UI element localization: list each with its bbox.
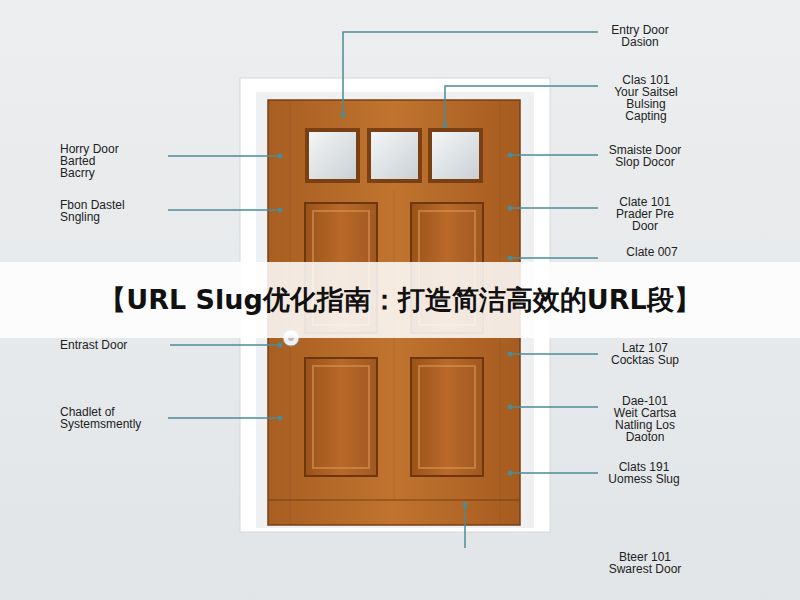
callout-label: Clate 007 (612, 246, 692, 258)
callout-label: Latz 107 Cocktas Sup (609, 342, 681, 366)
callout-label: Smaiste Door Slop Docor (605, 144, 685, 168)
callout-label: Entry Door Dasion (605, 24, 675, 48)
callout-label: Entrast Door (60, 339, 160, 351)
callout-label: Dae-101 Weit Cartsa Natling Los Daoton (610, 395, 680, 443)
callout-label: Fbon Dastel Sngling (60, 199, 132, 223)
callout-label: Horry Door Barted Bacrry (60, 143, 128, 179)
callout-label: Clats 191 Uomess Slug (607, 461, 681, 485)
callout-label: Clas 101 Your Saitsel Bulsing Capting (610, 74, 682, 122)
callout-label: Clate 101 Prader Pre Door (612, 196, 678, 232)
callout-label: Bteer 101 Swarest Door (605, 551, 685, 575)
title-banner: 【URL Slug优化指南：打造简洁高效的URL段】 (0, 262, 800, 338)
callout-label: Chadlet of Systemsmently (60, 406, 150, 430)
title-text: 【URL Slug优化指南：打造简洁高效的URL段】 (99, 282, 701, 318)
